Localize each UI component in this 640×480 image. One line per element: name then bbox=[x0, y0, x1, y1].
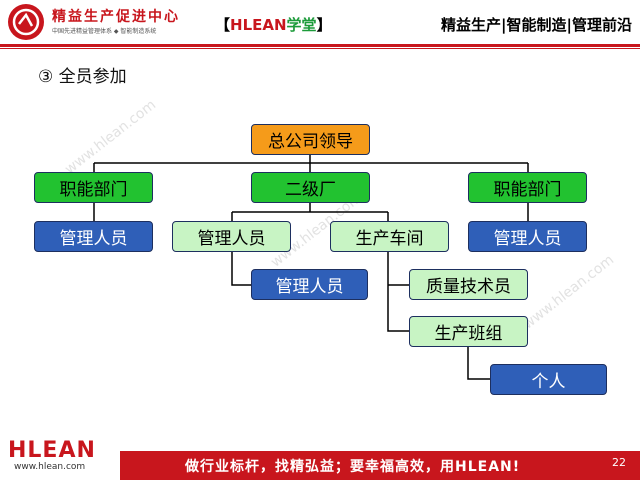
tag-xuetang: 学堂 bbox=[286, 16, 317, 34]
tag-open: 【 bbox=[215, 16, 231, 34]
header-tagline: 精益生产|智能制造|管理前沿 bbox=[441, 16, 632, 34]
node-plant-staff: 管理人员 bbox=[251, 269, 368, 300]
node-root-leadership: 总公司领导 bbox=[251, 124, 370, 155]
node-staff-right: 管理人员 bbox=[468, 221, 587, 252]
tag-lean: LEAN bbox=[242, 16, 287, 34]
tag-close: 】 bbox=[316, 16, 332, 34]
node-functional-dept-left: 职能部门 bbox=[34, 172, 153, 203]
node-quality-technician: 质量技术员 bbox=[409, 269, 528, 300]
company-logo bbox=[8, 4, 44, 40]
brand-subtitle: 中国先进精益管理体系 ◆ 智能制造系统 bbox=[52, 28, 157, 35]
footer-logo: HLEAN bbox=[8, 438, 96, 463]
node-plant-management: 管理人员 bbox=[172, 221, 291, 252]
hlean-academy-tag: 【HLEAN学堂】 bbox=[215, 14, 332, 35]
node-staff-left: 管理人员 bbox=[34, 221, 153, 252]
node-production-team: 生产班组 bbox=[409, 316, 528, 347]
section-title: ③ 全员参加 bbox=[38, 67, 127, 87]
node-individual: 个人 bbox=[490, 364, 607, 395]
node-production-workshop: 生产车间 bbox=[330, 221, 449, 252]
brand-name: 精益生产促进中心 bbox=[52, 9, 180, 25]
node-secondary-plant: 二级厂 bbox=[251, 172, 370, 203]
tag-h: H bbox=[230, 16, 243, 34]
logo-mark-icon bbox=[12, 8, 40, 36]
header-divider-thin bbox=[0, 48, 640, 49]
header-divider bbox=[0, 44, 640, 47]
footer-bar bbox=[120, 451, 640, 480]
page-number: 22 bbox=[612, 456, 626, 469]
node-functional-dept-right: 职能部门 bbox=[468, 172, 587, 203]
footer-slogan: 做行业标杆，找精弘益；要幸福高效，用HLEAN! bbox=[185, 459, 521, 475]
footer-url: www.hlean.com bbox=[14, 462, 86, 472]
